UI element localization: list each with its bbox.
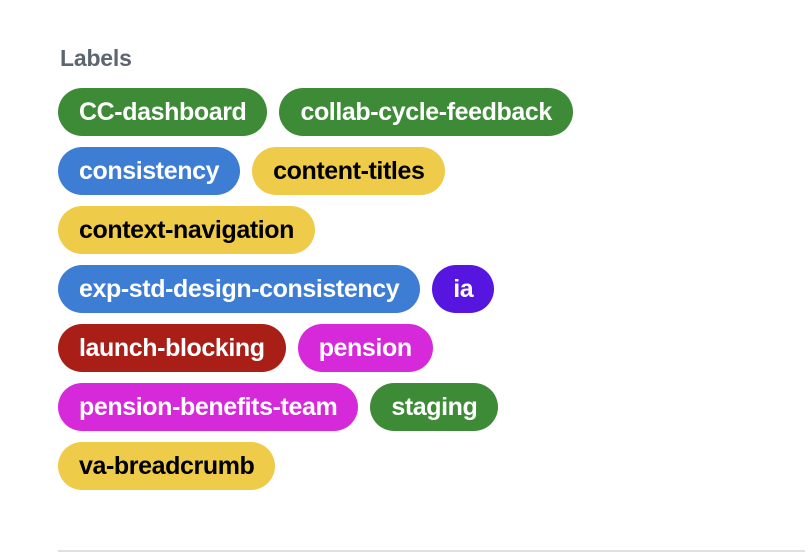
label-pill-staging[interactable]: staging xyxy=(370,383,499,431)
label-pill-exp-std-design-consistency[interactable]: exp-std-design-consistency xyxy=(58,265,421,313)
label-pill-content-titles[interactable]: content-titles xyxy=(252,147,446,195)
label-pill-ia[interactable]: ia xyxy=(432,265,495,313)
section-divider xyxy=(58,550,805,552)
label-row: va-breadcrumb xyxy=(58,442,802,490)
label-pill-consistency[interactable]: consistency xyxy=(58,147,241,195)
label-pill-launch-blocking[interactable]: launch-blocking xyxy=(58,324,286,372)
label-pill-pension[interactable]: pension xyxy=(297,324,433,372)
label-pill-collab-cycle-feedback[interactable]: collab-cycle-feedback xyxy=(279,88,573,136)
page-title: Labels xyxy=(60,45,132,71)
label-pill-cc-dashboard[interactable]: CC-dashboard xyxy=(58,88,268,136)
label-pill-pension-benefits-team[interactable]: pension-benefits-team xyxy=(58,383,359,431)
label-pill-context-navigation[interactable]: context-navigation xyxy=(58,206,316,254)
label-pill-va-breadcrumb[interactable]: va-breadcrumb xyxy=(58,442,276,490)
label-row: context-navigation xyxy=(58,206,802,254)
